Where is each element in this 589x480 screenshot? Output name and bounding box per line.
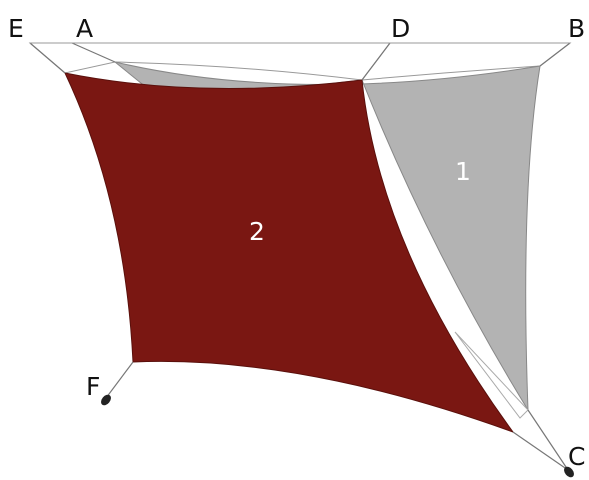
- point-label-d: D: [391, 14, 410, 43]
- tension-line-a: [71, 42, 116, 63]
- tension-line-e: [29, 42, 66, 74]
- area-label-1: 1: [455, 157, 471, 186]
- tension-line-b: [539, 42, 571, 67]
- point-label-a: A: [76, 14, 93, 43]
- tension-line-c-red: [512, 431, 569, 471]
- point-label-f: F: [86, 372, 100, 401]
- anchor-post-f-icon: [101, 394, 111, 406]
- area-label-2: 2: [249, 217, 265, 246]
- point-label-b: B: [568, 14, 585, 43]
- anchor-post-c-icon: [564, 466, 574, 478]
- sail-gap-strip: [454, 331, 529, 419]
- point-label-e: E: [8, 14, 24, 43]
- tension-line-c-grey: [527, 409, 569, 471]
- tension-line-d: [361, 42, 391, 81]
- top-frame-strip: [28, 42, 392, 81]
- point-label-c: C: [568, 442, 585, 471]
- tension-line-f: [105, 361, 134, 399]
